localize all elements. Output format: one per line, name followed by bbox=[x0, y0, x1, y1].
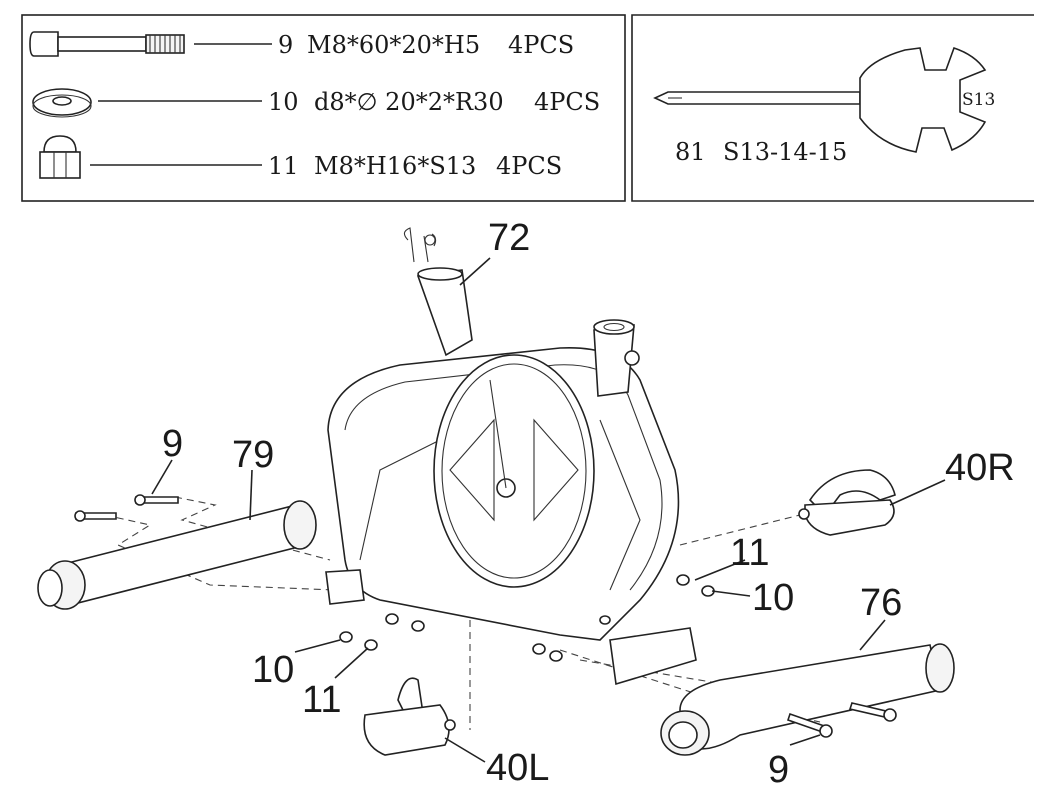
part-number: 11 bbox=[268, 152, 299, 180]
drawing-washers-nuts bbox=[339, 574, 715, 662]
wrench-screwdriver-icon: S13 bbox=[653, 46, 995, 153]
callout-nut-right: 11 bbox=[730, 532, 769, 574]
cap-nut-icon bbox=[39, 135, 81, 179]
part-number: 9 bbox=[278, 31, 293, 59]
part-spec: M8*H16*S13 bbox=[314, 152, 476, 180]
callout-nut-left: 11 bbox=[302, 679, 341, 721]
part-qty: 4PCS bbox=[496, 152, 562, 180]
callout-washer-right: 10 bbox=[752, 577, 794, 619]
callout-bolt-top-left: 9 bbox=[162, 423, 183, 465]
bike-frame-housing bbox=[325, 319, 697, 686]
rear-stabilizer bbox=[37, 500, 317, 610]
callout-pedal-left: 40L bbox=[486, 747, 549, 789]
callout-bolt-bottom-right: 9 bbox=[768, 749, 789, 791]
part-spec: M8*60*20*H5 bbox=[307, 31, 480, 59]
bolt-icon bbox=[29, 31, 185, 57]
part-qty: 4PCS bbox=[534, 88, 600, 116]
part-number: 10 bbox=[268, 88, 299, 116]
callout-front-stabilizer: 76 bbox=[860, 582, 902, 624]
handlebar-post bbox=[403, 227, 473, 357]
tool-box: S13 81 S13-14-15 bbox=[631, 14, 1034, 202]
drawing-bolts bbox=[74, 494, 897, 738]
callout-washer-left: 10 bbox=[252, 649, 294, 691]
pedal-right bbox=[798, 469, 896, 536]
hardware-list-box: 9 M8*60*20*H5 4PCS 10 d8*∅ 20*2*R30 4PCS… bbox=[21, 14, 626, 202]
part-qty: 4PCS bbox=[508, 31, 574, 59]
front-stabilizer bbox=[660, 643, 955, 756]
callout-handlebar-post: 72 bbox=[488, 217, 530, 259]
callout-pedal-right: 40R bbox=[945, 447, 1015, 489]
part-spec: d8*∅ 20*2*R30 bbox=[314, 88, 504, 116]
wrench-size-label: S13 bbox=[962, 90, 995, 110]
washer-icon bbox=[32, 88, 92, 118]
pedal-left bbox=[363, 677, 456, 756]
tool-number: 81 bbox=[675, 138, 706, 166]
callout-leaders bbox=[151, 257, 946, 763]
callout-rear-stabilizer: 79 bbox=[232, 434, 274, 476]
tool-spec: S13-14-15 bbox=[723, 138, 847, 166]
